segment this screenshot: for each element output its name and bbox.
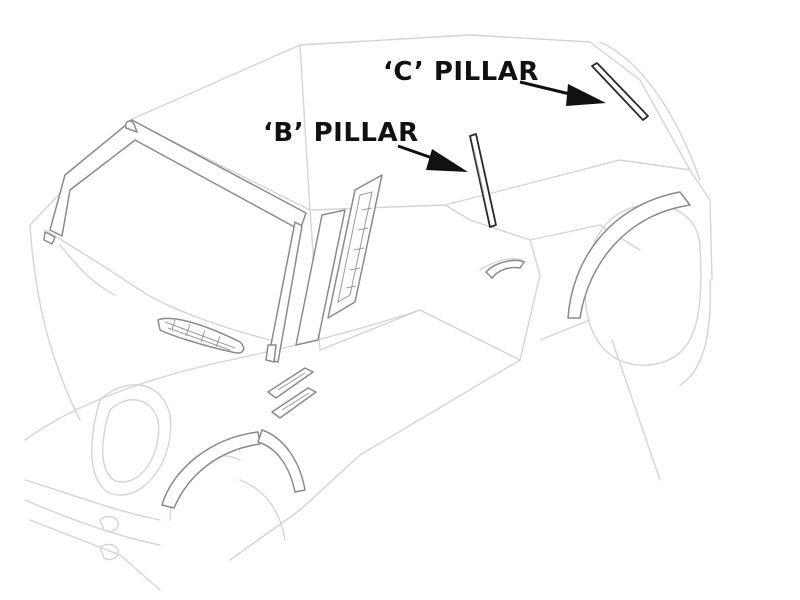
a-pillar-trim (295, 174, 383, 346)
rear-wheel-arch (567, 191, 691, 319)
bonnet-vent (157, 317, 245, 354)
windscreen-frame (43, 119, 307, 363)
front-wheel-arch (161, 429, 306, 509)
car-body-outline (24, 34, 713, 591)
door-handle (485, 259, 525, 279)
c-pillar-arrow (519, 80, 606, 106)
c-pillar-label: ‘C’ PILLAR (383, 57, 539, 87)
b-pillar-arrow (397, 144, 468, 172)
side-vents (267, 367, 317, 419)
c-pillar (591, 62, 649, 121)
b-pillar-label: ‘B’ PILLAR (263, 118, 419, 148)
b-pillar (469, 133, 497, 228)
